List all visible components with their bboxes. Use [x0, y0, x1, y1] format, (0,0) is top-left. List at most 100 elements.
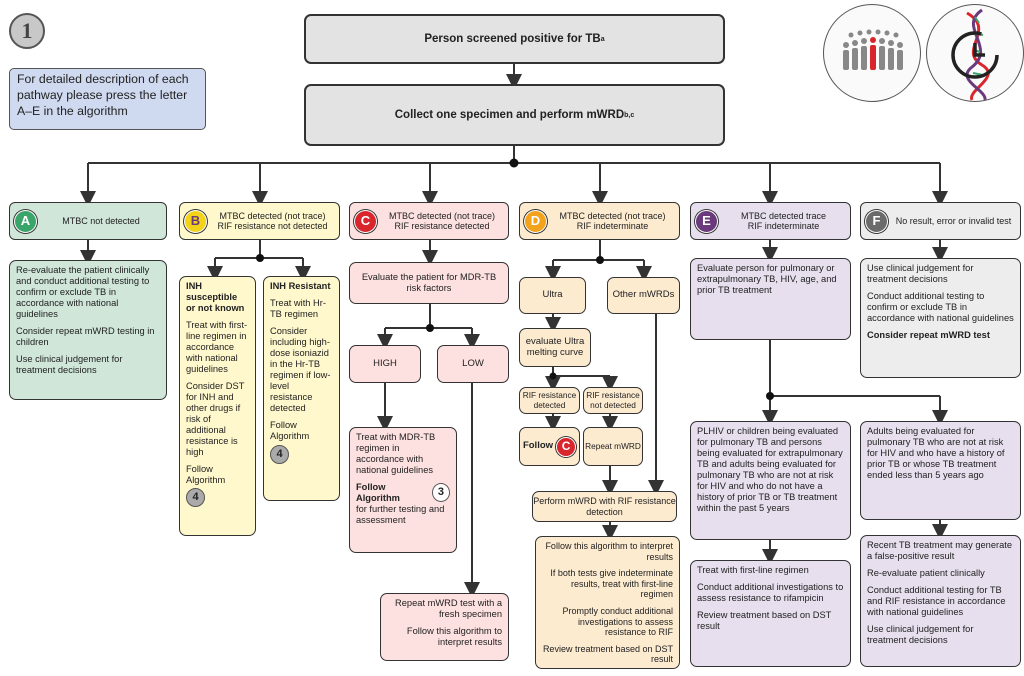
pathway-a-header[interactable]: A MTBC not detected	[9, 202, 167, 240]
pathway-c-title-1: MTBC detected (not trace)	[388, 210, 496, 221]
e-right-act-1: Recent TB treatment may generate a false…	[867, 540, 1013, 561]
high-risk-label: HIGH	[373, 357, 397, 369]
repeat-mwrd-follow: Follow this algorithm to interpret resul…	[406, 625, 502, 647]
f-step-1: Use clinical judgement for treatment dec…	[867, 263, 974, 284]
rif-detected-box: RIF resistance detected	[519, 387, 580, 414]
inh-susceptible-title: INH susceptible or not known	[186, 281, 245, 313]
inh-susceptible-follow: Follow Algorithm	[186, 463, 226, 485]
mdr-follow-rest: for further testing and assessment	[356, 503, 445, 525]
d-final-3: Promptly conduct additional investigatio…	[562, 606, 673, 638]
d-final-4: Review treatment based on DST result	[542, 643, 673, 665]
evaluate-person-box: Evaluate person for pulmonary or extrapu…	[690, 258, 851, 340]
evaluate-person-text: Evaluate person for pulmonary or extrapu…	[697, 263, 837, 295]
pathway-b-header[interactable]: B MTBC detected (not trace) RIF resistan…	[179, 202, 340, 240]
pathway-f-letter[interactable]: F	[865, 209, 888, 233]
pathway-d-letter[interactable]: D	[524, 209, 547, 233]
pathway-e-header[interactable]: E MTBC detected trace RIF indeterminate	[690, 202, 851, 240]
step-number: 1	[21, 18, 33, 43]
pathway-d-title-1: MTBC detected (not trace)	[559, 210, 666, 221]
inh-susceptible-box: INH susceptible or not known Treat with …	[179, 276, 256, 536]
follow-c-text: Follow	[522, 440, 554, 452]
inh-resistant-consider: Consider including high-dose isoniazid i…	[270, 325, 331, 413]
pathway-f-body: Use clinical judgement for treatment dec…	[860, 258, 1021, 378]
false-positive-box: Recent TB treatment may generate a false…	[860, 535, 1021, 667]
pathway-d-header[interactable]: D MTBC detected (not trace) RIF indeterm…	[519, 202, 680, 240]
collect-specimen-text: Collect one specimen and perform mWRD	[394, 109, 625, 121]
f-step-2: Conduct additional testing to confirm or…	[867, 290, 1014, 323]
rif-not-detected-box: RIF resistance not detected	[583, 387, 643, 414]
mdr-treat-box: Treat with MDR-TB regimen in accordance …	[349, 427, 457, 553]
pathway-d-title-2: RIF indeterminate	[576, 221, 649, 231]
f-step-3: Consider repeat mWRD test	[867, 329, 990, 340]
pathway-b-title-2: RIF resistance not detected	[217, 221, 328, 231]
algorithm-4-link[interactable]: 4	[270, 444, 289, 464]
inh-susceptible-dst: Consider DST for INH and other drugs if …	[186, 380, 245, 457]
step-number-badge: 1	[9, 13, 45, 49]
follow-c-box: Follow C	[519, 427, 580, 466]
inh-resistant-box: INH Resistant Treat with Hr-TB regimen C…	[263, 276, 340, 501]
e-left-act-2: Conduct additional investigations to ass…	[697, 581, 844, 603]
d-final-1: Follow this algorithm to interpret resul…	[545, 541, 673, 562]
plhiv-children-text: PLHIV or children being evaluated for pu…	[697, 426, 843, 513]
repeat-mwrd-text: Repeat mWRD test with a fresh specimen	[395, 598, 502, 619]
repeat-mwrd-box: Repeat mWRD test with a fresh specimen F…	[380, 593, 509, 661]
pathway-a-title: MTBC not detected	[62, 215, 140, 226]
e-right-act-3: Conduct additional testing for TB and RI…	[867, 584, 1006, 617]
inh-resistant-title: INH Resistant	[270, 281, 331, 291]
screened-positive-text: Person screened positive for TB	[424, 33, 601, 45]
inh-resistant-follow: Follow Algorithm	[270, 419, 310, 441]
algorithm-4-link[interactable]: 4	[186, 488, 205, 508]
pathway-b-letter[interactable]: B	[184, 209, 207, 233]
inh-susceptible-treat: Treat with first-line regimen in accorda…	[186, 319, 248, 374]
d-final-2: If both tests give indeterminate results…	[550, 568, 673, 600]
footnote-bc: b,c	[624, 111, 635, 119]
dna-clock-icon	[926, 4, 1024, 102]
ultra-box: Ultra	[519, 277, 586, 314]
pathway-f-header[interactable]: F No result, error or invalid test	[860, 202, 1021, 240]
mdr-treat-text: Treat with MDR-TB regimen in accordance …	[356, 432, 436, 475]
pathway-c-title-2: RIF resistance detected	[394, 221, 490, 231]
e-right-act-2: Re-evaluate patient clinically	[867, 567, 985, 578]
rif-not-detected-text: RIF resistance not detected	[586, 389, 640, 410]
pathway-b-title-1: MTBC detected (not trace)	[219, 210, 326, 221]
pathway-e-title-2: RIF indeterminate	[747, 221, 820, 231]
mdr-risk-evaluate-box: Evaluate the patient for MDR-TB risk fac…	[349, 262, 509, 304]
melting-curve-text: evaluate Ultra melting curve	[525, 335, 585, 358]
first-line-treat-box: Treat with first-line regimen Conduct ad…	[690, 560, 851, 667]
high-risk-box: HIGH	[349, 345, 421, 383]
perform-mwrd-text: Perform mWRD with RIF resistance detecti…	[533, 496, 676, 517]
adults-prior-tb-box: Adults being evaluated for pulmonary TB …	[860, 421, 1021, 520]
pathway-a-body: Re-evaluate the patient clinically and c…	[9, 260, 167, 400]
other-mwrds-box: Other mWRDs	[607, 277, 680, 314]
ultra-label: Ultra	[542, 289, 563, 301]
perform-mwrd-box: Perform mWRD with RIF resistance detecti…	[532, 491, 677, 522]
rif-detected-text: RIF resistance detected	[522, 389, 577, 410]
mdr-follow-text: Follow Algorithm	[356, 481, 400, 503]
other-mwrds-label: Other mWRDs	[612, 289, 675, 301]
repeat-mwrd-d-box: Repeat mWRD	[583, 427, 643, 466]
footnote-a: a	[600, 35, 605, 43]
adults-prior-tb-text: Adults being evaluated for pulmonary TB …	[867, 426, 1005, 480]
pathway-c-link[interactable]: C	[556, 436, 577, 457]
info-text: For detailed description of each pathway…	[17, 72, 189, 118]
pathway-c-letter[interactable]: C	[354, 209, 377, 233]
low-risk-box: LOW	[437, 345, 509, 383]
info-box: For detailed description of each pathway…	[9, 68, 206, 130]
inh-resistant-treat: Treat with Hr-TB regimen	[270, 297, 326, 319]
algorithm-3-link[interactable]: 3	[431, 483, 450, 503]
plhiv-children-box: PLHIV or children being evaluated for pu…	[690, 421, 851, 540]
e-left-act-1: Treat with first-line regimen	[697, 565, 809, 575]
population-icon	[823, 4, 921, 102]
pathway-e-letter[interactable]: E	[695, 209, 718, 233]
pathway-a-step-3: Use clinical judgement for treatment dec…	[16, 353, 123, 375]
pathway-a-letter[interactable]: A	[14, 209, 37, 233]
pathway-c-header[interactable]: C MTBC detected (not trace) RIF resistan…	[349, 202, 509, 240]
e-right-act-4: Use clinical judgement for treatment dec…	[867, 623, 974, 645]
low-risk-label: LOW	[462, 357, 484, 369]
melting-curve-box: evaluate Ultra melting curve	[519, 328, 591, 367]
pathway-a-step-1: Re-evaluate the patient clinically and c…	[16, 265, 150, 319]
mdr-risk-evaluate-text: Evaluate the patient for MDR-TB risk fac…	[361, 272, 497, 293]
